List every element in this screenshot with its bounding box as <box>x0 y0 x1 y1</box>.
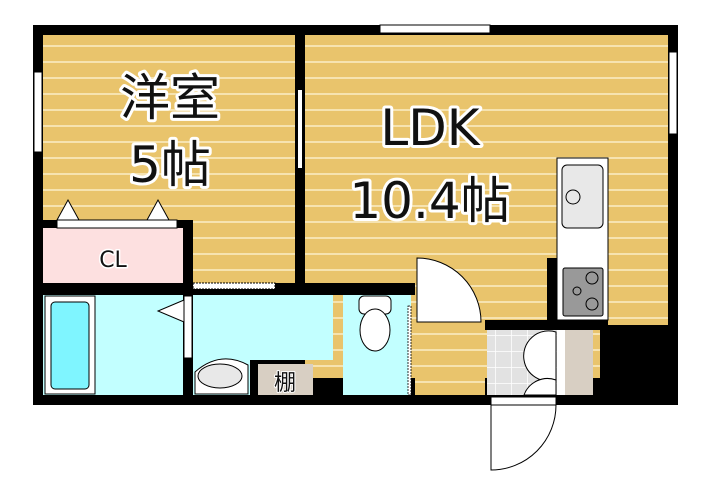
wall <box>547 258 557 320</box>
wash-basin-bowl <box>197 363 243 389</box>
hallway-floor <box>415 320 485 395</box>
burner-icon <box>585 271 599 285</box>
washroom-sliding-door[interactable] <box>192 282 276 290</box>
wall <box>305 283 415 295</box>
closet-door-arrows-icon <box>56 198 170 221</box>
shelf <box>258 364 313 395</box>
stove-icon <box>562 267 604 317</box>
ldk-name: LDK <box>380 99 480 157</box>
burner-icon <box>572 286 582 296</box>
window-ldk-top <box>379 24 491 34</box>
bathtub-basin <box>50 301 90 390</box>
wall <box>250 360 258 395</box>
western-room-name: 洋室 <box>120 69 220 127</box>
toilet-bowl-icon <box>359 308 391 352</box>
ldk-door[interactable] <box>416 257 482 323</box>
shoe-cabinet <box>565 330 593 395</box>
bath-door-arrow-icon <box>156 299 185 323</box>
sink-icon <box>561 164 604 229</box>
window-ldk-right <box>668 51 678 135</box>
western-room-size: 5帖 <box>129 136 211 194</box>
window-western-room <box>33 71 43 153</box>
entrance-door-frame <box>490 396 557 406</box>
cabinet-frame <box>557 330 565 395</box>
entrance-door[interactable] <box>490 404 557 471</box>
shoe-cabinet-door[interactable] <box>523 378 557 396</box>
burner-icon <box>585 297 599 311</box>
toilet-door[interactable] <box>407 305 412 396</box>
ldk-size: 10.4帖 <box>349 172 510 230</box>
closet[interactable] <box>43 228 183 283</box>
drain-icon <box>565 189 581 205</box>
wall <box>600 325 678 405</box>
closet-door[interactable] <box>56 219 178 229</box>
washroom <box>193 295 333 360</box>
sliding-door[interactable] <box>298 90 302 168</box>
shelf-label: 棚 <box>274 371 296 396</box>
closet-label: CL <box>99 248 127 273</box>
bath-door[interactable] <box>183 295 193 359</box>
wall <box>485 320 608 330</box>
